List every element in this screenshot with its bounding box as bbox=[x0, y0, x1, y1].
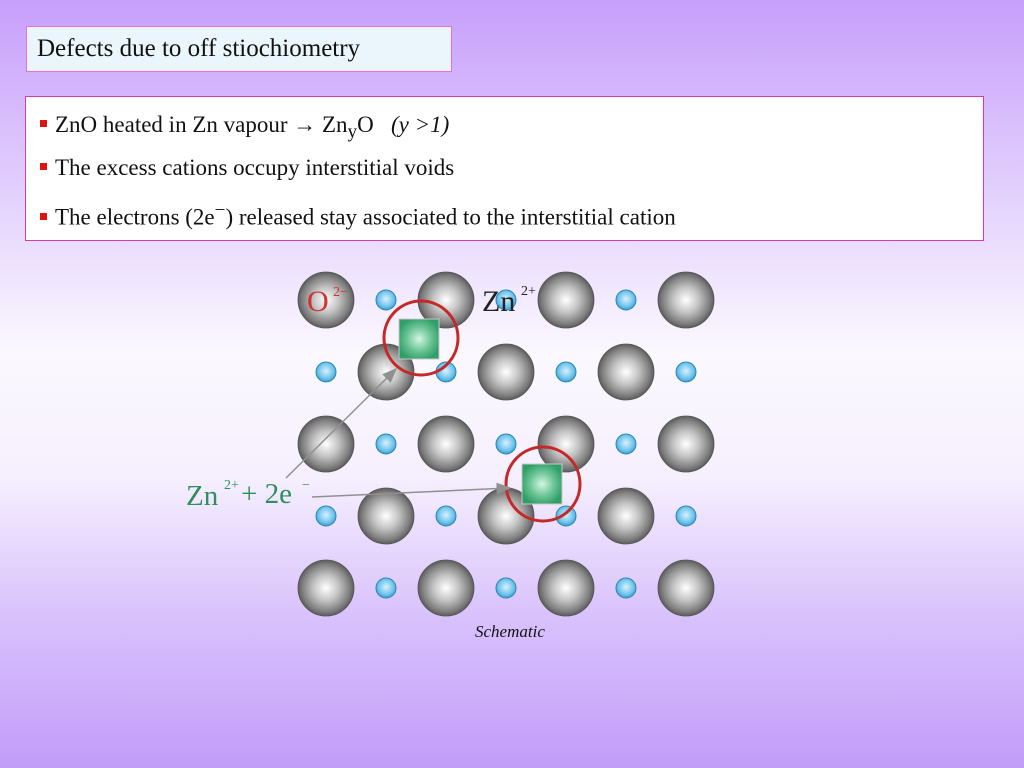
oxygen-ion bbox=[675, 505, 697, 527]
bullet-list: ZnO heated in Zn vapour → ZnyO (y >1) Th… bbox=[25, 96, 984, 241]
label-defect-electrons-charge: − bbox=[302, 478, 310, 493]
zinc-ion bbox=[417, 415, 475, 473]
zinc-ion bbox=[297, 271, 355, 329]
zinc-ion bbox=[297, 415, 355, 473]
zinc-ion bbox=[657, 271, 715, 329]
oxygen-ion bbox=[375, 433, 397, 455]
zinc-ion bbox=[597, 343, 655, 401]
oxygen-ion bbox=[315, 505, 337, 527]
zinc-ion bbox=[657, 415, 715, 473]
bullet-item: The excess cations occupy interstitial v… bbox=[40, 155, 454, 181]
oxygen-ion bbox=[375, 289, 397, 311]
label-defect-zinc-charge: 2+ bbox=[224, 478, 239, 493]
oxygen-ion bbox=[495, 577, 517, 599]
oxygen-ion bbox=[615, 577, 637, 599]
arrow-to-interstitial bbox=[311, 482, 512, 498]
diagram-caption: Schematic bbox=[475, 622, 545, 641]
zinc-ion bbox=[537, 559, 595, 617]
oxygen-ion bbox=[555, 361, 577, 383]
label-defect-zinc: Zn bbox=[186, 480, 219, 512]
label-zinc: Zn bbox=[482, 285, 515, 318]
zinc-ion bbox=[357, 487, 415, 545]
bullet-item: The electrons (2e−) released stay associ… bbox=[40, 200, 676, 231]
oxygen-ion bbox=[675, 361, 697, 383]
zinc-ion bbox=[417, 559, 475, 617]
slide-title: Defects due to off stiochiometry bbox=[26, 26, 452, 72]
zinc-ion bbox=[597, 487, 655, 545]
interstitial-cation bbox=[398, 318, 440, 360]
label-defect-electrons: + 2e bbox=[241, 478, 292, 510]
oxygen-ion bbox=[495, 433, 517, 455]
bullet-marker-icon bbox=[40, 120, 47, 127]
zinc-ion bbox=[297, 559, 355, 617]
label-oxygen: O bbox=[307, 285, 329, 318]
oxygen-ion bbox=[435, 505, 457, 527]
oxygen-ion bbox=[315, 361, 337, 383]
zinc-ion bbox=[537, 271, 595, 329]
zinc-ion bbox=[657, 559, 715, 617]
oxygen-ion bbox=[375, 577, 397, 599]
label-zinc-charge: 2+ bbox=[521, 284, 536, 299]
oxygen-ion bbox=[615, 433, 637, 455]
defect-highlight-circle bbox=[382, 299, 460, 377]
arrow-to-interstitial bbox=[285, 367, 398, 479]
zinc-ion bbox=[537, 415, 595, 473]
zinc-ion bbox=[477, 343, 535, 401]
interstitial-cation bbox=[521, 463, 563, 505]
lattice-grid bbox=[297, 271, 715, 617]
oxygen-ion bbox=[495, 289, 517, 311]
oxygen-ion bbox=[615, 289, 637, 311]
label-oxygen-charge: 2− bbox=[333, 285, 348, 300]
bullet-marker-icon bbox=[40, 212, 47, 220]
bullet-marker-icon bbox=[40, 163, 47, 170]
bullet-item: ZnO heated in Zn vapour → ZnyO (y >1) bbox=[40, 112, 449, 144]
oxygen-ion bbox=[555, 505, 577, 527]
